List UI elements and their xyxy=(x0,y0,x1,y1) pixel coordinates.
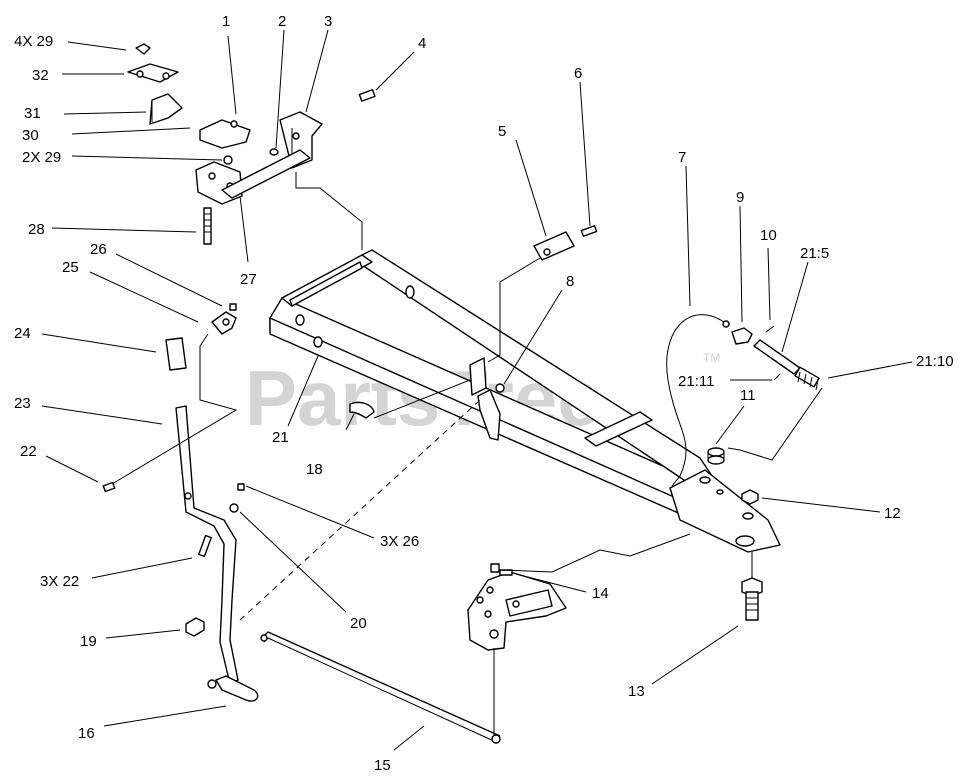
callout-2x29: 2X 29 xyxy=(22,149,61,166)
callout-12: 12 xyxy=(884,505,901,522)
callout-labels: 1 2 3 4 5 6 7 8 9 10 21:5 21:10 21:11 11… xyxy=(14,13,954,774)
callout-10: 10 xyxy=(760,227,777,244)
callout-3x26: 3X 26 xyxy=(380,533,419,550)
callout-4x29: 4X 29 xyxy=(14,33,53,50)
lever-assembly xyxy=(102,303,481,702)
callout-28: 28 xyxy=(28,221,45,238)
hitch-bracket xyxy=(467,533,691,738)
cable-assembly xyxy=(666,314,823,487)
callout-21-5: 21:5 xyxy=(800,245,829,262)
main-frame xyxy=(269,249,781,553)
pin-part-18 xyxy=(349,379,471,419)
callout-7: 7 xyxy=(678,149,686,166)
callout-21-11: 21:11 xyxy=(678,373,714,390)
callout-6: 6 xyxy=(574,65,582,82)
callout-2: 2 xyxy=(278,13,286,30)
callout-15: 15 xyxy=(374,757,391,774)
callout-19: 19 xyxy=(80,633,97,650)
callout-13: 13 xyxy=(628,683,645,700)
callout-27: 27 xyxy=(240,271,257,288)
callout-22: 22 xyxy=(20,443,37,460)
callout-11: 11 xyxy=(740,387,756,404)
callout-3: 3 xyxy=(324,13,332,30)
callout-4: 4 xyxy=(418,35,426,52)
watermark-tm: TM xyxy=(703,351,720,365)
callout-1: 1 xyxy=(222,13,230,30)
callout-31: 31 xyxy=(24,105,41,122)
callout-30: 30 xyxy=(22,127,39,144)
upper-bracket-assembly xyxy=(127,43,376,250)
callout-16: 16 xyxy=(78,725,95,742)
callout-32: 32 xyxy=(32,67,49,84)
control-rod xyxy=(260,631,501,744)
callout-14: 14 xyxy=(592,585,609,602)
callout-3x22: 3X 22 xyxy=(40,573,79,590)
hitch-hardware xyxy=(741,489,763,621)
callout-20: 20 xyxy=(350,615,367,632)
callout-23: 23 xyxy=(14,395,31,412)
callout-26: 26 xyxy=(90,241,107,258)
callout-8: 8 xyxy=(566,273,574,290)
callout-21-10: 21:10 xyxy=(916,353,954,370)
callout-18: 18 xyxy=(306,461,323,478)
callout-25: 25 xyxy=(62,259,79,276)
callout-24: 24 xyxy=(14,325,31,342)
callout-5: 5 xyxy=(498,123,506,140)
leader-lines xyxy=(41,29,913,751)
upper-mount-parts xyxy=(487,225,598,363)
callout-9: 9 xyxy=(736,189,744,206)
callout-21: 21 xyxy=(272,429,289,446)
